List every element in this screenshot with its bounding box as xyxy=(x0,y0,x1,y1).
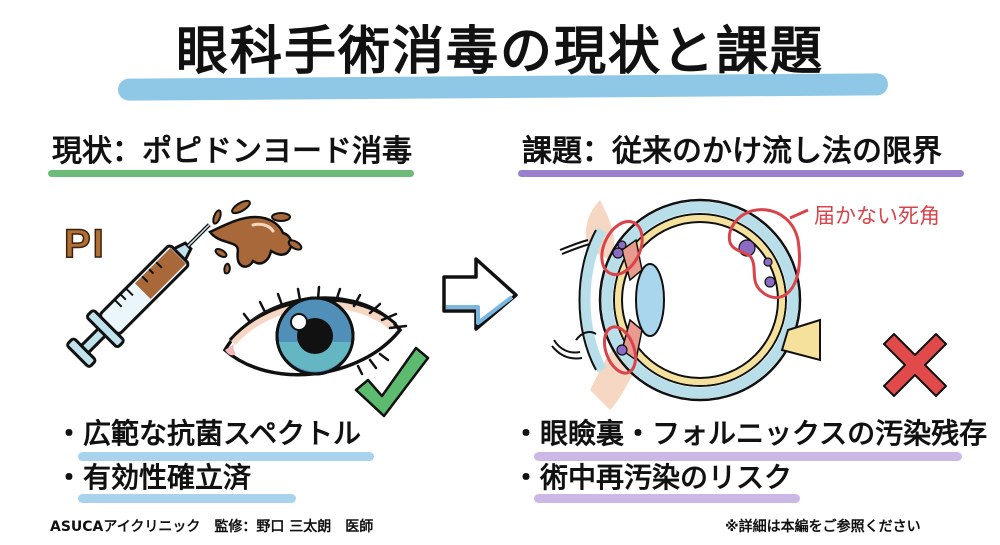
right-bullet-1-highlight xyxy=(534,452,962,461)
eye-icon xyxy=(222,285,408,377)
povidone-splash-icon xyxy=(208,199,303,275)
footer-note: ※詳細は本編をご参照ください xyxy=(725,519,921,535)
eye-cross-section-icon xyxy=(551,198,821,410)
cross-icon xyxy=(883,333,947,397)
right-heading: 課題：従来のかけ流し法の限界 xyxy=(522,134,942,169)
left-heading-underline xyxy=(48,170,414,177)
left-bullet-1-highlight xyxy=(78,452,374,461)
right-heading-underline xyxy=(518,170,964,177)
page-title: 眼科手術消毒の現状と課題 xyxy=(175,22,824,82)
blind-spot-callout: 届かない死角 xyxy=(814,204,940,228)
pi-label: PI xyxy=(63,221,106,267)
syringe-icon xyxy=(66,223,211,368)
left-heading: 現状：ポピドンヨード消毒 xyxy=(52,134,412,169)
right-bullet-1: ・眼瞼裏・フォルニックスの汚染残存 xyxy=(512,417,988,450)
check-icon xyxy=(354,346,430,418)
right-bullet-2-highlight xyxy=(534,494,800,503)
left-bullet-2: ・有効性確立済 xyxy=(55,461,252,494)
left-bullet-1: ・広範な抗菌スペクトル xyxy=(55,417,362,450)
left-bullet-2-highlight xyxy=(78,494,296,503)
right-bullet-2: ・術中再汚染のリスク xyxy=(512,461,793,494)
footer-credit: ASUCAアイクリニック 監修：野口 三太朗 医師 xyxy=(50,519,374,535)
arrow-right-icon[interactable] xyxy=(440,255,520,331)
